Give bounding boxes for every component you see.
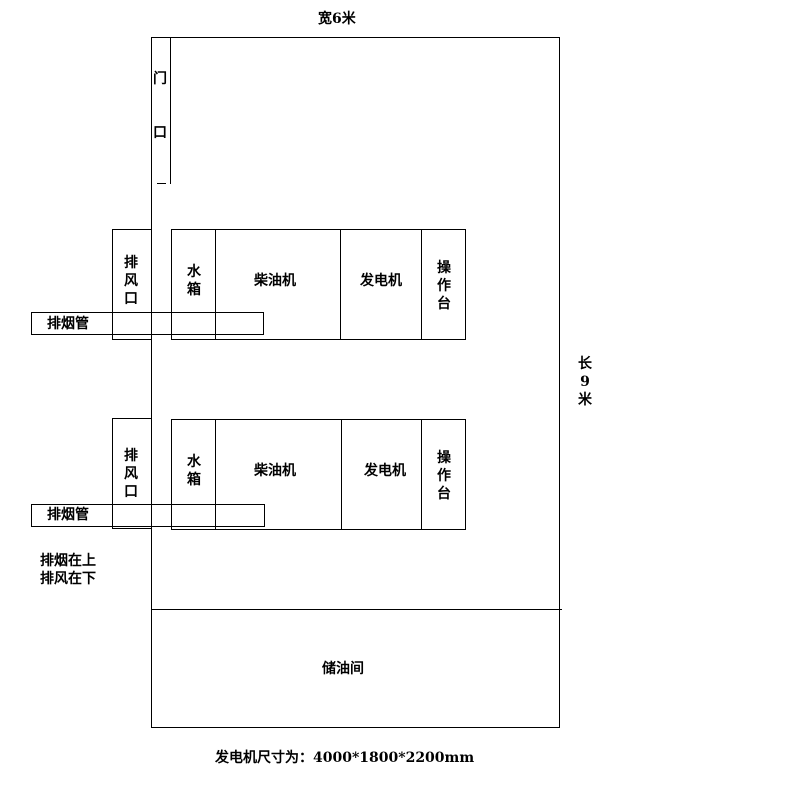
oil-storage-label: 储油间 <box>322 661 364 677</box>
smoke-pipe-label: 排烟管 <box>47 316 89 332</box>
smoke-pipe-box <box>31 504 265 527</box>
generator-size-note: 发电机尺寸为：4000*1800*2200mm <box>215 750 475 766</box>
console-label: 操 作 台 <box>437 260 451 312</box>
divider <box>215 419 216 530</box>
room-outline <box>151 37 560 728</box>
diesel-engine-label: 柴油机 <box>254 273 296 289</box>
door-line <box>170 38 171 184</box>
divider <box>421 419 422 530</box>
length-label: 长 9 米 <box>578 356 592 408</box>
console-label: 操 作 台 <box>437 450 451 502</box>
divider <box>341 419 342 530</box>
smoke-pipe-label: 排烟管 <box>47 507 89 523</box>
divider <box>421 229 422 340</box>
exhaust-vent-label: 排 风 口 <box>124 448 138 500</box>
note-line-1: 排烟在上 <box>40 553 96 569</box>
water-tank-label: 水 箱 <box>187 454 201 488</box>
generator-label: 发电机 <box>360 273 402 289</box>
smoke-pipe-box <box>31 312 264 335</box>
exhaust-vent-label: 排 风 口 <box>124 255 138 307</box>
diesel-engine-label: 柴油机 <box>254 463 296 479</box>
divider <box>340 229 341 340</box>
divider <box>215 229 216 340</box>
generator-label: 发电机 <box>364 463 406 479</box>
door-label-1: 门 <box>153 71 167 87</box>
door-mark <box>157 183 166 184</box>
exhaust-vent-box <box>112 229 152 340</box>
width-label: 宽6米 <box>318 11 356 27</box>
storage-divider <box>151 609 562 610</box>
door-label-2: 口 <box>153 125 167 141</box>
machine-frame <box>171 419 466 530</box>
note-line-2: 排风在下 <box>40 571 96 587</box>
water-tank-label: 水 箱 <box>187 264 201 298</box>
exhaust-vent-box <box>112 418 152 529</box>
machine-frame <box>171 229 466 340</box>
